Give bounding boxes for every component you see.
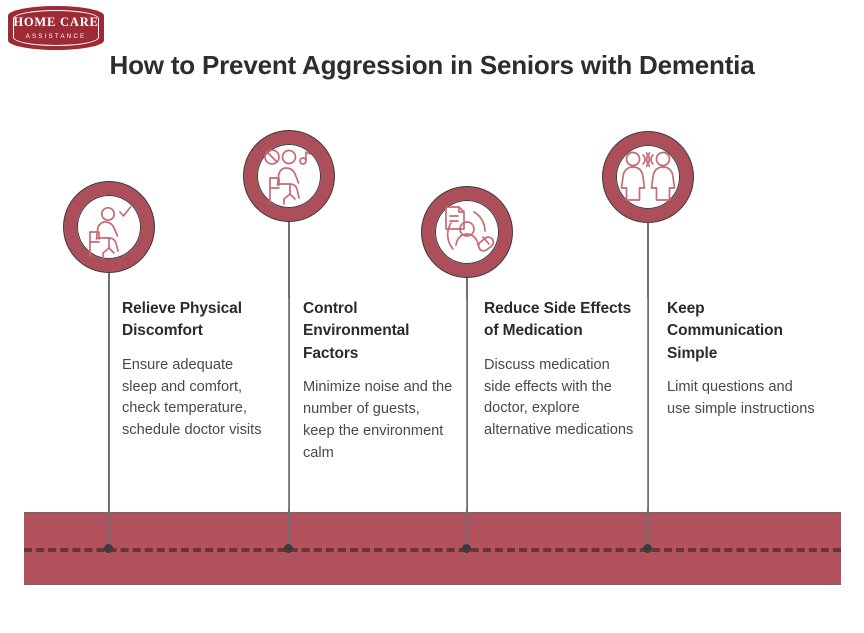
step-icon-circle-4[interactable] (603, 132, 693, 222)
step-column-3: Reduce Side Effects of Medication Discus… (484, 298, 636, 442)
step-icon-circle-1[interactable] (64, 182, 154, 272)
column-divider-2 (466, 298, 468, 509)
column-divider-1 (288, 298, 290, 509)
logo-inner-border (13, 10, 99, 46)
step-column-2: Control Environmental Factors Minimize n… (303, 298, 453, 465)
connector-stem-1 (108, 272, 110, 551)
column-divider-3 (647, 298, 649, 509)
step-icon-circle-3[interactable] (422, 187, 512, 277)
step-body-1: Ensure adequate sleep and comfort, check… (122, 356, 262, 439)
step-heading-1: Relieve Physical Discomfort (122, 300, 242, 340)
seated-person-check-icon (89, 206, 132, 259)
step-column-1: Relieve Physical Discomfort Ensure adequ… (122, 298, 268, 442)
timeline-dashed-line (24, 548, 841, 552)
step-column-4: Keep Communication Simple Limit question… (667, 298, 819, 421)
step-heading-2: Control Environmental Factors (303, 300, 410, 362)
step-body-4: Limit questions and use simple instructi… (667, 378, 815, 417)
timeline-dot-1 (104, 544, 113, 553)
step-body-3: Discuss medication side effects with the… (484, 356, 634, 439)
brand-logo: HOME CARE ASSISTANCE (8, 6, 104, 50)
step-body-2: Minimize noise and the number of guests,… (303, 378, 453, 461)
step-icon-circle-2[interactable] (244, 131, 334, 221)
logo-secondary-text: ASSISTANCE (25, 32, 87, 40)
timeline-dot-4 (643, 544, 652, 553)
two-people-talking-icon (620, 151, 676, 201)
step-heading-4: Keep Communication Simple (667, 300, 783, 362)
logo-text-group: HOME CARE ASSISTANCE (8, 6, 104, 50)
no-noise-seated-person-icon (264, 149, 311, 205)
timeline-dot-3 (462, 544, 471, 553)
page-title: How to Prevent Aggression in Seniors wit… (109, 50, 755, 80)
patient-document-pill-icon (445, 206, 495, 252)
timeline-dot-2 (284, 544, 293, 553)
logo-primary-text: HOME CARE (13, 15, 99, 30)
step-heading-3: Reduce Side Effects of Medication (484, 300, 632, 340)
